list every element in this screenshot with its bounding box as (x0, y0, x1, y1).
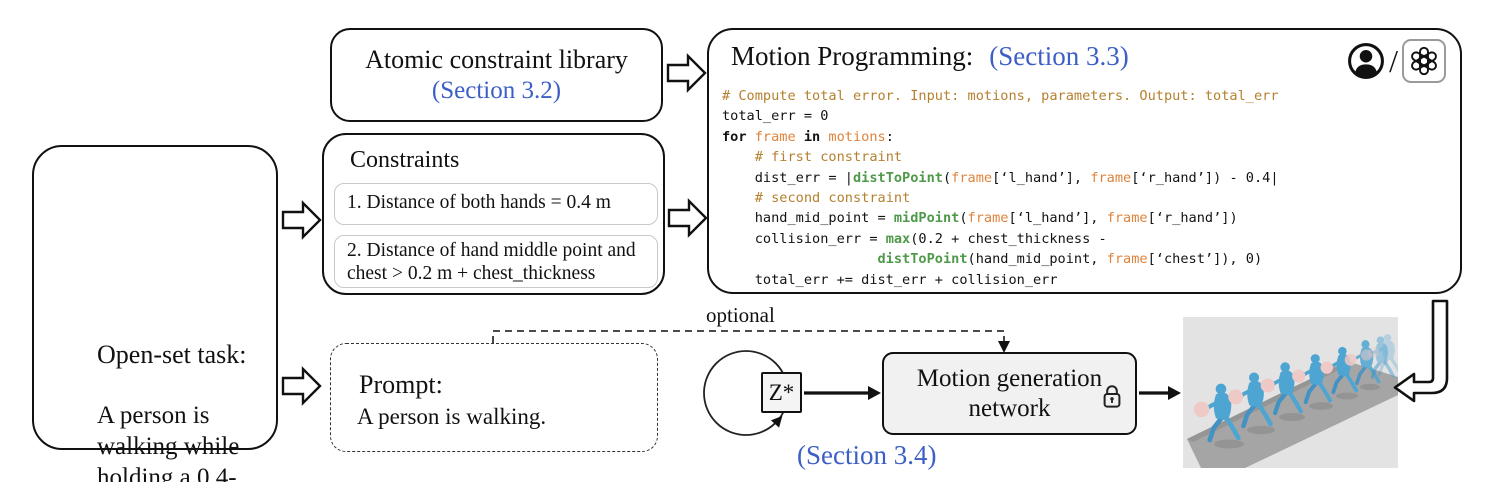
arrow-constraints-to-programming (667, 198, 708, 238)
constraints-box: Constraints 1. Distance of both hands = … (322, 133, 665, 295)
prompt-box: Prompt: A person is walking. (330, 343, 658, 452)
atomic-constraint-library-box: Atomic constraint library (Section 3.2) (330, 28, 663, 122)
open-set-task-title: Open-set task: (97, 340, 247, 369)
network-label: Motion generation network (916, 364, 1103, 422)
latent-z-node: Z* (761, 372, 802, 413)
open-set-task-text: A person is walking while holding a 0.4-… (97, 402, 240, 482)
arrow-error-feedback (1393, 299, 1449, 403)
constraint-item-2: 2. Distance of hand middle point and che… (334, 235, 658, 288)
prompt-title: Prompt: (359, 370, 443, 399)
atomic-library-title: Atomic constraint library (365, 45, 628, 74)
lock-icon (1103, 385, 1121, 408)
prompt-text: A person is walking. (357, 404, 547, 429)
arrow-library-to-programming (666, 53, 707, 93)
motion-generation-network-box: Motion generation network (882, 352, 1137, 435)
author-icons: / (1347, 39, 1446, 83)
motion-programming-header: Motion Programming: (Section 3.3) (731, 41, 1129, 72)
open-set-task-box: Open-set task: A person is walking while… (32, 145, 278, 482)
user-icon (1348, 43, 1385, 79)
constraints-title: Constraints (350, 147, 460, 173)
figure-shadows (1214, 383, 1380, 449)
optional-label: optional (706, 303, 775, 327)
motion-programming-box: Motion Programming: (Section 3.3) / (707, 28, 1462, 294)
section-3-4-link: (Section 3.4) (797, 440, 937, 470)
constraint-item-1: 1. Distance of both hands = 0.4 m (334, 183, 658, 225)
section-3-2-link: (Section 3.2) (431, 77, 562, 104)
openai-logo-icon (1402, 39, 1446, 83)
section-3-3-link: (Section 3.3) (989, 41, 1129, 71)
latent-z-label: Z* (768, 379, 795, 405)
arrowhead (1168, 386, 1181, 400)
arrow-task-to-constraints (281, 200, 322, 240)
icon-separator: / (1389, 42, 1398, 79)
result-motion-image (1183, 317, 1398, 468)
arrow-task-to-prompt (281, 366, 322, 406)
motion-programming-title: Motion Programming: (731, 41, 974, 71)
arrowhead (868, 386, 881, 400)
motion-program-code: # Compute total error. Input: motions, p… (722, 88, 1279, 288)
loop-arrowhead (770, 415, 783, 428)
